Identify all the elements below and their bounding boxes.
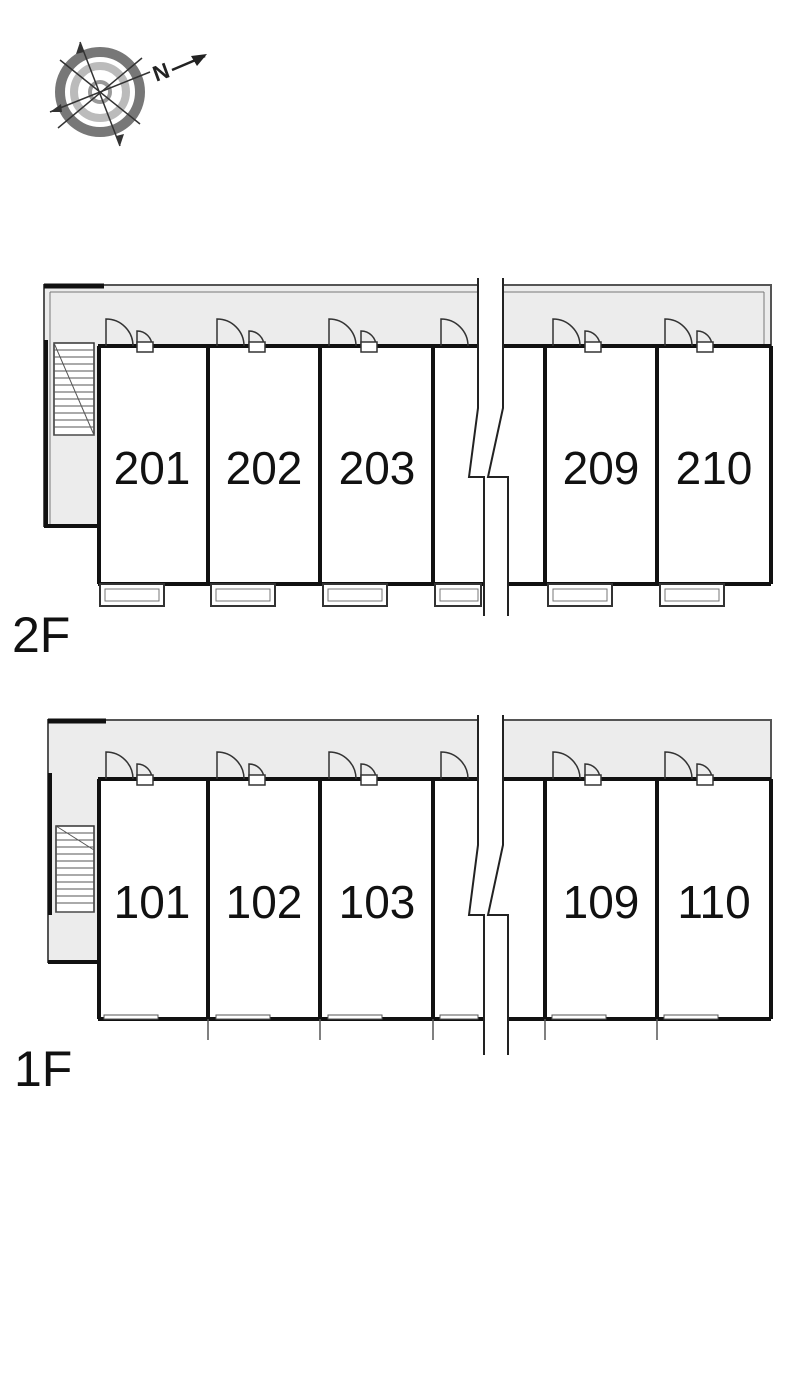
room-label-202: 202 <box>226 442 303 494</box>
room-label-210: 210 <box>676 442 753 494</box>
north-label: N <box>149 58 172 87</box>
balcony <box>547 583 613 607</box>
staircase <box>55 825 95 913</box>
door-icon <box>440 751 469 780</box>
break-symbol <box>467 715 509 1055</box>
room-label-110: 110 <box>677 876 750 928</box>
room-label-203: 203 <box>339 442 416 494</box>
floor-1f: 101 102 103 109 110 1F <box>14 715 773 1097</box>
door-icon <box>216 751 266 786</box>
door-icon <box>664 318 714 353</box>
room-label-201: 201 <box>114 442 191 494</box>
door-icon <box>105 751 154 786</box>
room-label-102: 102 <box>226 876 303 928</box>
floor-label-1f: 1F <box>14 1041 72 1097</box>
door-icon <box>552 751 602 786</box>
door-icon <box>216 318 266 353</box>
door-icon <box>440 318 469 347</box>
door-icon <box>328 318 378 353</box>
balcony <box>434 583 482 607</box>
break-symbol <box>467 278 509 616</box>
balcony <box>659 583 725 607</box>
door-icon <box>552 318 602 353</box>
door-icon <box>664 751 714 786</box>
room-label-109: 109 <box>563 876 640 928</box>
staircase <box>53 342 95 436</box>
room-label-209: 209 <box>563 442 640 494</box>
balcony <box>99 583 165 607</box>
door-icon <box>328 751 378 786</box>
floor-label-2f: 2F <box>12 607 70 663</box>
balcony <box>210 583 276 607</box>
balcony <box>322 583 388 607</box>
room-label-101: 101 <box>114 876 191 928</box>
room-label-103: 103 <box>339 876 416 928</box>
floor-2f: 201 202 203 209 210 2F <box>12 278 773 663</box>
compass-icon: N <box>49 41 207 147</box>
door-icon <box>105 318 154 353</box>
